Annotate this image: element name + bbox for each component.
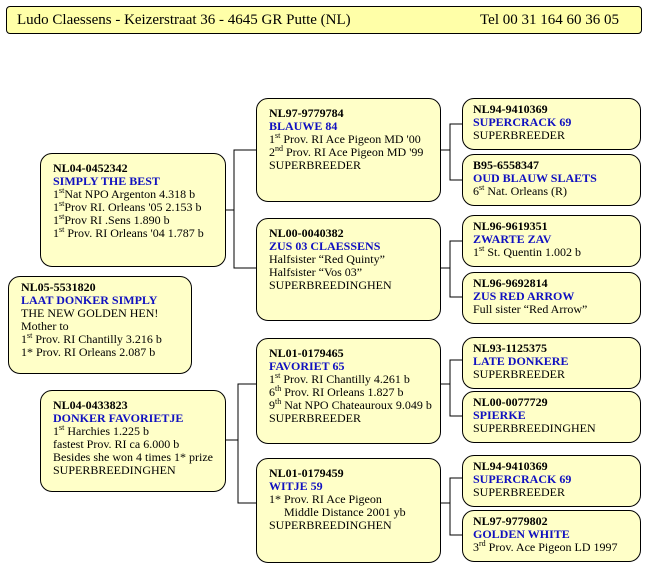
ring-number: NL00-0077729 — [473, 395, 548, 409]
result-line: Besides she won 4 times 1* prize — [53, 450, 213, 464]
parent-card-dam: NL04-0433823 DONKER FAVORIETJE 1st Harch… — [40, 390, 226, 492]
breeder-address: Ludo Claessens - Keizerstraat 36 - 4645 … — [17, 12, 351, 28]
pigeon-name: SUPERCRACK 69 — [473, 115, 572, 129]
pigeon-name: ZWARTE ZAV — [473, 232, 552, 246]
result-line: 1* Prov. RI Ace Pigeon — [269, 492, 382, 506]
pigeon-name: SUPERCRACK 69 — [473, 472, 572, 486]
result-line: Mother to — [21, 319, 69, 333]
pigeon-name: SPIERKE — [473, 408, 526, 422]
ring-number: NL96-9619351 — [473, 219, 548, 233]
result-line: 1st Prov. RI Chantilly 4.261 b — [269, 371, 410, 386]
pigeon-name: SIMPLY THE BEST — [53, 174, 160, 188]
great-grandparent-card: B95-6558347 OUD BLAUW SLAETS 6st Nat. Or… — [462, 154, 641, 206]
result-line: SUPERBREEDER — [473, 128, 566, 142]
result-line: SUPERBREEDER — [473, 367, 566, 381]
ring-number: B95-6558347 — [473, 158, 539, 172]
pigeon-name: LAAT DONKER SIMPLY — [21, 293, 158, 307]
great-grandparent-card: NL93-1125375 LATE DONKERE SUPERBREEDER — [462, 337, 641, 389]
ring-number: NL05-5531820 — [21, 280, 96, 294]
ring-number: NL01-0179459 — [269, 466, 344, 480]
ring-number: NL96-9692814 — [473, 276, 548, 290]
result-line: SUPERBREEDER — [473, 485, 566, 499]
ring-number: NL93-1125375 — [473, 341, 548, 355]
pigeon-name: ZUS 03 CLAESSENS — [269, 239, 381, 253]
result-line: SUPERBREEDER — [269, 158, 362, 172]
result-line: SUPERBREEDER — [269, 411, 362, 425]
result-line: 1st Prov. RI Ace Pigeon MD '00 — [269, 131, 421, 146]
result-line: Middle Distance 2001 yb — [269, 505, 406, 519]
result-line: 9th Nat NPO Chateauroux 9.049 b — [269, 397, 432, 412]
great-grandparent-card: NL94-9410369 SUPERCRACK 69 SUPERBREEDER — [462, 98, 641, 150]
great-grandparent-card: NL96-9692814 ZUS RED ARROW Full sister “… — [462, 272, 641, 324]
result-line: 3rd Prov. Ace Pigeon LD 1997 — [473, 539, 618, 554]
result-line: Full sister “Red Arrow” — [473, 302, 588, 316]
pigeon-name: GOLDEN WHITE — [473, 527, 570, 541]
result-line: THE NEW GOLDEN HEN! — [21, 306, 159, 320]
result-line: SUPERBREEDINGHEN — [269, 518, 392, 532]
great-grandparent-card: NL97-9779802 GOLDEN WHITE 3rd Prov. Ace … — [462, 510, 641, 562]
great-grandparent-card: NL00-0077729 SPIERKE SUPERBREEDINGHEN — [462, 391, 641, 443]
subject-card: NL05-5531820 LAAT DONKER SIMPLY THE NEW … — [8, 276, 192, 374]
pigeon-name: DONKER FAVORIETJE — [53, 411, 184, 425]
result-line: 6th Prov. RI Orleans 1.827 b — [269, 384, 404, 399]
result-line: 1stNat NPO Argenton 4.318 b — [53, 186, 196, 201]
result-line: Halfsister “Red Quinty” — [269, 252, 385, 266]
grandparent-card: NL01-0179465 FAVORIET 65 1st Prov. RI Ch… — [256, 338, 441, 444]
result-line: fastest Prov. RI ca 6.000 b — [53, 437, 180, 451]
pigeon-name: WITJE 59 — [269, 479, 323, 493]
result-line: 1st St. Quentin 1.002 b — [473, 244, 582, 259]
pigeon-name: BLAUWE 84 — [269, 119, 338, 133]
result-line: 6st Nat. Orleans (R) — [473, 183, 567, 198]
result-line: SUPERBREEDINGHEN — [53, 463, 176, 477]
result-line: 1st Harchies 1.225 b — [53, 423, 149, 438]
result-line: SUPERBREEDINGHEN — [473, 421, 596, 435]
pigeon-name: FAVORIET 65 — [269, 359, 345, 373]
ring-number: NL97-9779784 — [269, 106, 344, 120]
ring-number: NL04-0433823 — [53, 398, 128, 412]
result-line: 1stProv RI. Orleans '05 2.153 b — [53, 199, 202, 214]
result-line: SUPERBREEDINGHEN — [269, 278, 392, 292]
ring-number: NL94-9410369 — [473, 102, 548, 116]
ring-number: NL01-0179465 — [269, 346, 344, 360]
result-line: 1* Prov. RI Orleans 2.087 b — [21, 345, 156, 359]
grandparent-card: NL01-0179459 WITJE 59 1* Prov. RI Ace Pi… — [256, 458, 441, 563]
pigeon-name: LATE DONKERE — [473, 354, 569, 368]
result-line: 1stProv RI .Sens 1.890 b — [53, 212, 170, 227]
grandparent-card: NL00-0040382 ZUS 03 CLAESSENS Halfsister… — [256, 218, 441, 321]
parent-card-sire: NL04-0452342 SIMPLY THE BEST 1stNat NPO … — [40, 153, 226, 267]
ring-number: NL00-0040382 — [269, 226, 344, 240]
result-line: 1st Prov. RI Chantilly 3.216 b — [21, 331, 162, 346]
ring-number: NL04-0452342 — [53, 161, 128, 175]
pigeon-name: ZUS RED ARROW — [473, 289, 575, 303]
result-line: Halfsister “Vos 03” — [269, 265, 363, 279]
ring-number: NL97-9779802 — [473, 514, 548, 528]
breeder-phone: Tel 00 31 164 60 36 05 — [480, 12, 619, 28]
great-grandparent-card: NL94-9410369 SUPERCRACK 69 SUPERBREEDER — [462, 455, 641, 507]
header-bar: Ludo Claessens - Keizerstraat 36 - 4645 … — [6, 6, 642, 34]
grandparent-card: NL97-9779784 BLAUWE 84 1st Prov. RI Ace … — [256, 98, 441, 202]
great-grandparent-card: NL96-9619351 ZWARTE ZAV 1st St. Quentin … — [462, 215, 641, 267]
result-line: 1st Prov. RI Orleans '04 1.787 b — [53, 225, 204, 240]
pigeon-name: OUD BLAUW SLAETS — [473, 171, 597, 185]
result-line: 2nd Prov. RI Ace Pigeon MD '99 — [269, 144, 424, 159]
ring-number: NL94-9410369 — [473, 459, 548, 473]
